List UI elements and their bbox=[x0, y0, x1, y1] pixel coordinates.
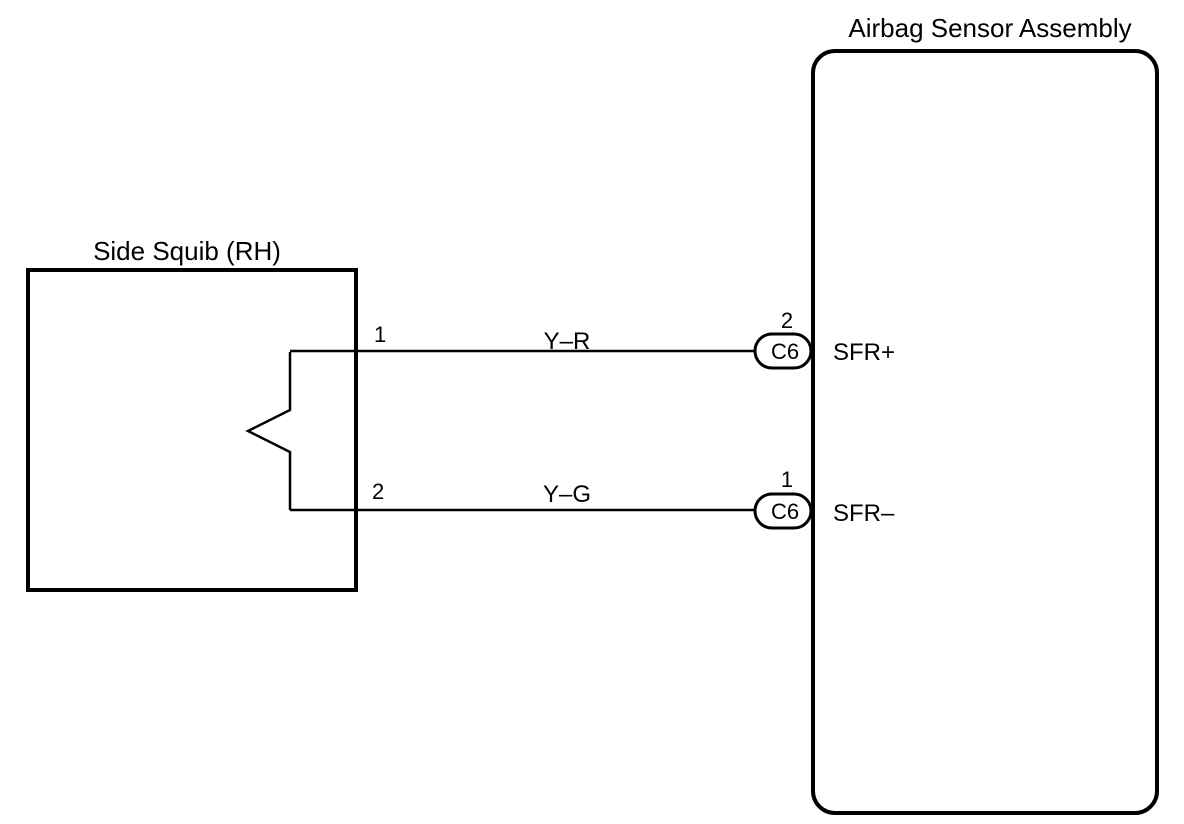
terminal-sfr-plus: SFR+ bbox=[833, 339, 895, 366]
connector-c6-upper-label: C6 bbox=[771, 339, 799, 364]
airbag-sensor-assembly-box bbox=[811, 49, 1159, 815]
connector-c6-lower bbox=[753, 492, 813, 530]
wire-color-y-g: Y–G bbox=[543, 481, 591, 508]
wire-color-y-r: Y–R bbox=[544, 328, 591, 355]
squib-pin-1: 1 bbox=[374, 322, 386, 347]
connector-c6-upper bbox=[753, 332, 813, 370]
airbag-sensor-assembly-label: Airbag Sensor Assembly bbox=[848, 13, 1131, 43]
connector-c6-lower-label: C6 bbox=[771, 499, 799, 524]
connector-pin-1: 1 bbox=[781, 467, 793, 492]
connector-pin-2: 2 bbox=[781, 308, 793, 333]
squib-pin-2: 2 bbox=[372, 479, 384, 504]
side-squib-box bbox=[26, 268, 358, 592]
squib-resistor-symbol bbox=[245, 352, 292, 510]
terminal-sfr-minus: SFR– bbox=[833, 500, 895, 527]
side-squib-label: Side Squib (RH) bbox=[93, 236, 281, 266]
